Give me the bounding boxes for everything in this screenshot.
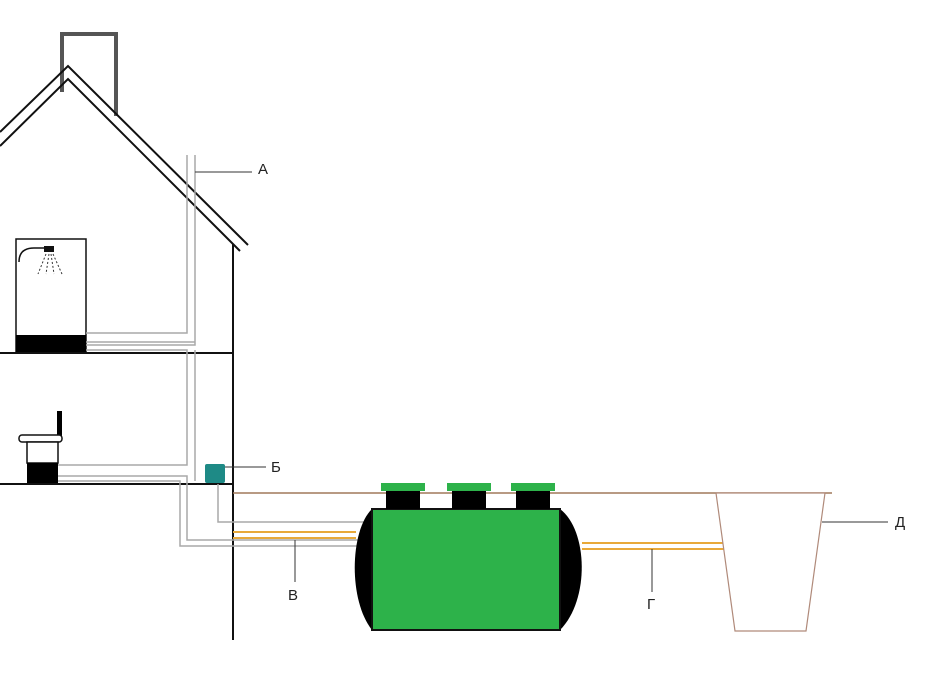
pump-box	[205, 464, 225, 483]
tank-neck-3	[516, 491, 550, 509]
tank-lid-1	[381, 483, 425, 491]
house	[0, 32, 249, 640]
roof-outer	[0, 64, 249, 246]
filtration-pit	[715, 492, 826, 632]
shower-pipe	[18, 247, 50, 263]
toilet-bowl	[26, 441, 59, 464]
toilet-tank	[57, 411, 62, 438]
roof-inner	[0, 77, 241, 252]
toilet-seat	[18, 434, 63, 443]
label-v: В	[288, 587, 298, 604]
shower-tray	[16, 335, 86, 352]
drain-pipes	[233, 531, 726, 550]
tank-neck-1	[386, 491, 420, 509]
toilet-base	[27, 463, 58, 483]
chimney	[60, 32, 118, 116]
tank-lid-2	[447, 483, 491, 491]
label-g: Г	[647, 596, 655, 613]
shower-water-drops	[37, 253, 63, 275]
label-d: Д	[895, 514, 905, 531]
sewer-pipes	[58, 155, 366, 547]
shower-head-icon	[44, 246, 54, 252]
label-b: Б	[271, 459, 281, 476]
tank-neck-2	[452, 491, 486, 509]
label-a: А	[258, 161, 268, 178]
tank-lid-3	[511, 483, 555, 491]
leader-lines	[195, 171, 888, 592]
toilet	[18, 411, 63, 483]
septic-tank	[354, 483, 582, 631]
shower-cabin	[15, 238, 87, 353]
tank-body	[371, 508, 561, 631]
